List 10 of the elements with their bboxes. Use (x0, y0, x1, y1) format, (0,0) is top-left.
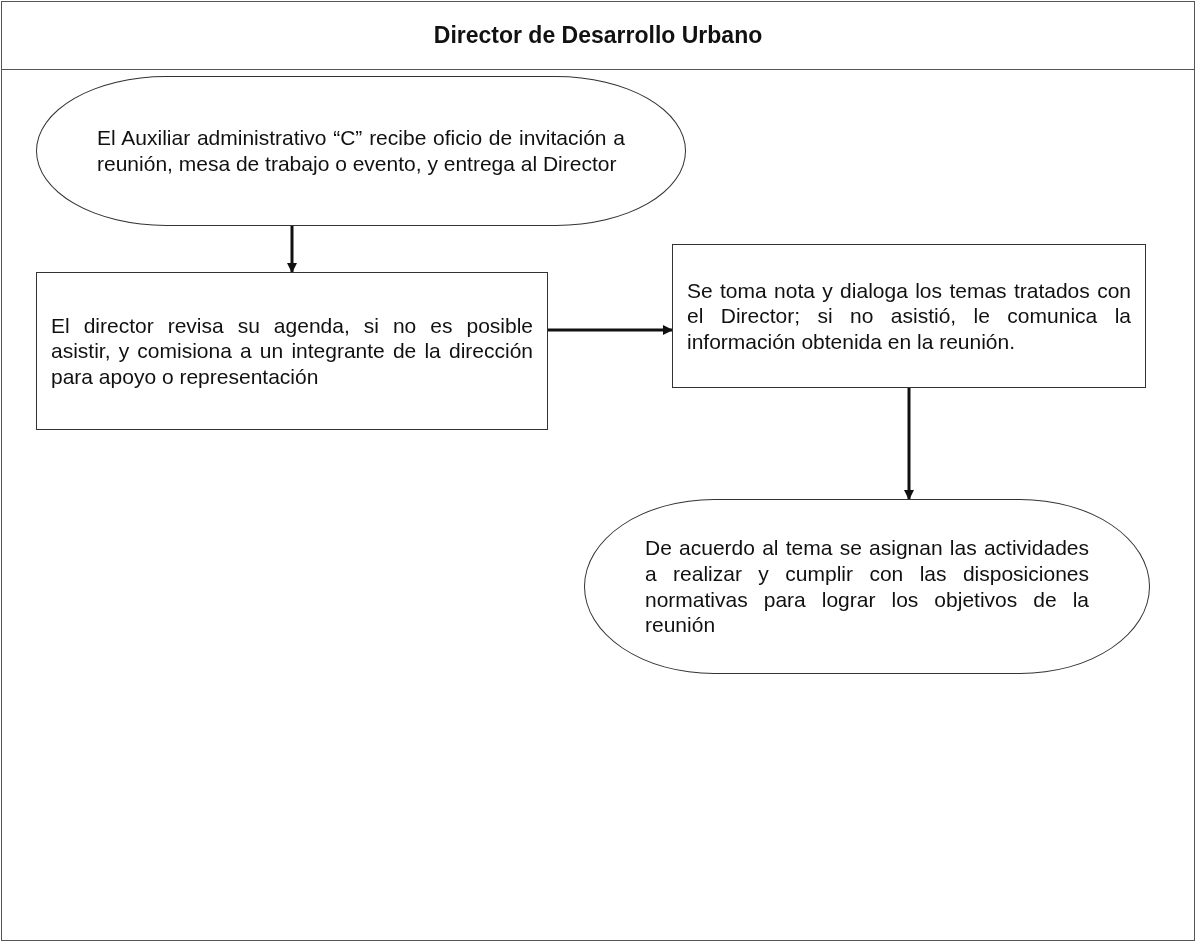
process-box (36, 272, 548, 430)
step-text: El director revisa su agenda, si no es posible asistir, y comisiona a un integrante de la dirección para apoyo o representación (51, 312, 533, 390)
step-text: Se toma nota y dialoga los temas tratados con el Director; si no asistió, le comunica la información obtenida en la reunión. (687, 277, 1131, 355)
step-text: De acuerdo al tema se asignan las actividades a realizar y cumplir con las disposiciones normativas para lograr los objetivos de la reunión (645, 535, 1089, 638)
lane-header: Director de Desarrollo Urbano (2, 2, 1194, 70)
process-box (672, 244, 1146, 388)
arrow (904, 388, 914, 500)
arrow (287, 226, 297, 273)
arrow (548, 325, 673, 335)
step-text: El Auxiliar administrativo “C” recibe oficio de invitación a reunión, mesa de trabajo o evento, y entrega al Director (97, 125, 625, 177)
